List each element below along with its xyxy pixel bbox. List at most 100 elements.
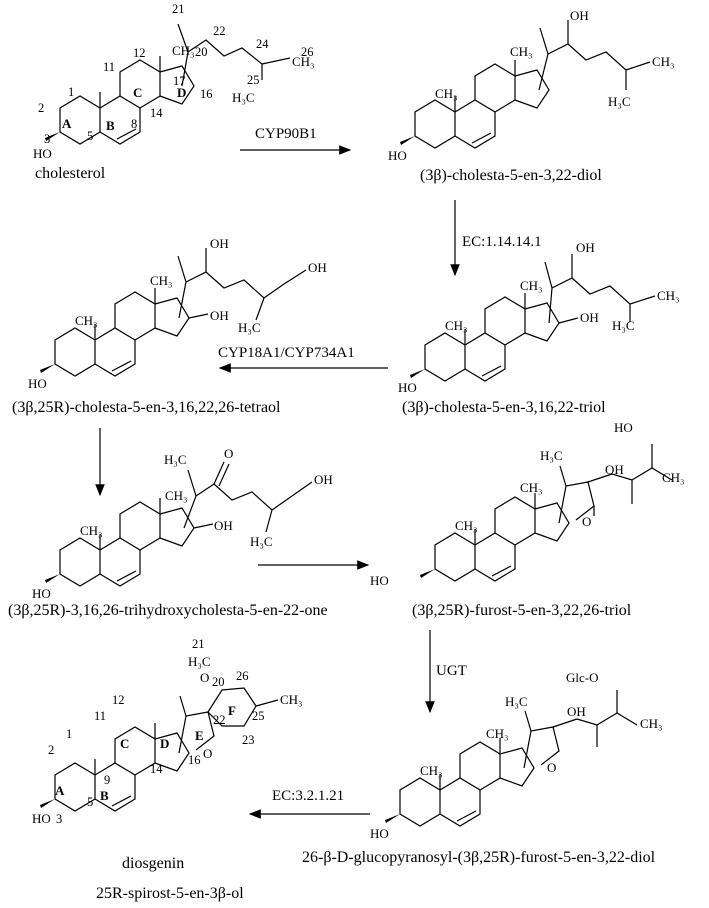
compound-name-furostriol: (3β,25R)-furost-5-en-3,22,26-triol — [412, 602, 632, 619]
atom-label: OH — [210, 236, 229, 251]
atom-label: HO — [388, 148, 407, 163]
compound-name-trihydroxy: (3β,25R)-3,16,26-trihydroxycholesta-5-en… — [8, 602, 328, 619]
atom-label: O — [203, 746, 212, 761]
atom-label: CH₃ — [520, 278, 543, 293]
atom-number: 23 — [242, 733, 255, 747]
atom-label: OH — [210, 308, 229, 323]
compound-name-tetraol: (3β,25R)-cholesta-5-en-3,16,22,26-tetrao… — [12, 399, 281, 416]
atom-number: 3 — [44, 132, 50, 146]
atom-label: OH — [214, 518, 233, 533]
enzyme-label-cyp90b1: CYP90B1 — [255, 126, 317, 142]
atom-label: H₃C — [505, 694, 528, 709]
atom-label: CH₃ — [80, 523, 103, 538]
atom-number: 26 — [236, 669, 249, 683]
atom-label: CH₃ — [486, 726, 509, 741]
compound-name-diosgenin: diosgenin — [122, 855, 184, 872]
atom-label: H₃C — [540, 448, 563, 463]
atom-label: OH — [576, 240, 595, 255]
triol-structure: OH OH CH₃ CH₃ CH₃ H₃C HO — [398, 240, 680, 395]
atom-number: 21 — [192, 637, 205, 651]
atom-number: 5 — [87, 795, 93, 809]
atom-label: O — [582, 514, 591, 529]
atom-label: H₃C — [250, 534, 273, 549]
atom-number: 26 — [301, 45, 314, 59]
atom-number: 11 — [103, 60, 115, 74]
atom-label: Glc-O — [566, 670, 599, 685]
atom-label: OH — [567, 704, 586, 719]
atom-label: CH₃ — [640, 716, 663, 731]
ring-letter-d: D — [177, 85, 186, 100]
atom-label: HO — [370, 573, 389, 588]
atom-label: O — [224, 446, 233, 461]
compound-name-diosgenin-systematic: 25R-spirost-5-en-3β-ol — [96, 885, 244, 902]
diosgenin-structure: O O CH₃ H₃C HO 2 1 3 5 9 11 12 14 16 20 … — [32, 637, 303, 826]
atom-label: HO — [398, 380, 417, 395]
atom-label: HO — [33, 146, 52, 161]
atom-label: CH₃ — [455, 518, 478, 533]
cholesterol-structure: 1 2 3 5 8 11 12 14 16 17 20 21 22 24 25 … — [33, 2, 315, 161]
ring-letter-e: E — [195, 728, 204, 743]
atom-label: H₃C — [608, 94, 631, 109]
compound-name-diol: (3β)-cholesta-5-en-3,22-diol — [420, 167, 602, 184]
atom-label: CH₃ — [292, 54, 315, 69]
ring-letter-c: C — [120, 736, 129, 751]
atom-number: 3 — [56, 812, 62, 826]
atom-label: CH₃ — [652, 54, 675, 69]
ring-letter-d: D — [160, 736, 169, 751]
ring-letter-a: A — [55, 783, 65, 798]
atom-number: 21 — [172, 2, 185, 16]
trihydroxy-ketone-structure: O OH OH H₃C CH₃ CH₃ H₃C HO — [32, 446, 333, 601]
atom-number: 11 — [94, 709, 106, 723]
atom-label: CH₃ — [520, 480, 543, 495]
tetraol-structure: OH OH OH CH₃ CH₃ H₃C HO — [28, 236, 327, 391]
atom-label: CH₃ — [165, 488, 188, 503]
enzyme-label-ec-3-2-1-21: EC:3.2.1.21 — [272, 788, 344, 804]
ring-letter-b: B — [100, 788, 109, 803]
atom-label: CH₃ — [420, 763, 443, 778]
enzyme-label-cyp18a1-cyp734a1: CYP18A1/CYP734A1 — [218, 345, 355, 361]
enzyme-label-ugt: UGT — [436, 663, 467, 679]
atom-label: H₃C — [232, 90, 255, 105]
atom-label: CH₃ — [510, 44, 533, 59]
atom-label: H₃C — [164, 452, 187, 467]
atom-number: 2 — [38, 101, 44, 115]
atom-label: HO — [370, 826, 389, 841]
atom-number: 22 — [213, 24, 226, 38]
atom-label: HO — [32, 811, 51, 826]
compound-name-triol: (3β)-cholesta-5-en-3,16,22-triol — [402, 399, 606, 416]
atom-number: 14 — [150, 106, 163, 120]
glucoside-structure: O OH Glc-O CH₃ H₃C CH₃ CH₃ HO — [370, 670, 663, 841]
atom-label: O — [547, 760, 556, 775]
atom-label: OH — [308, 260, 327, 275]
atom-label: HO — [614, 420, 633, 435]
atom-label: OH — [605, 462, 624, 477]
atom-label: OH — [570, 8, 589, 23]
atom-label: CH₃ — [280, 692, 303, 707]
atom-label: CH₃ — [445, 318, 468, 333]
atom-label: H₃C — [238, 320, 261, 335]
atom-number: 1 — [66, 727, 72, 741]
atom-number: 2 — [48, 743, 54, 757]
atom-number: 22 — [213, 713, 226, 727]
atom-number: 16 — [188, 753, 201, 767]
atom-number: 20 — [212, 675, 225, 689]
furostriol-structure: O OH HO CH₃ H₃C CH₃ CH₃ HO — [370, 420, 685, 588]
ring-letter-a: A — [62, 116, 72, 131]
atom-number: 25 — [252, 709, 265, 723]
ring-letter-c: C — [133, 85, 142, 100]
atom-label: CH₃ — [435, 86, 458, 101]
atom-label: H₃C — [612, 318, 635, 333]
atom-number: 9 — [104, 773, 110, 787]
atom-number: 25 — [247, 73, 260, 87]
atom-label: CH₃ — [172, 43, 195, 58]
ring-letter-b: B — [106, 118, 115, 133]
atom-label: CH₃ — [657, 288, 680, 303]
atom-label: CH₃ — [150, 273, 173, 288]
atom-label: OH — [314, 472, 333, 487]
atom-label: CH₃ — [75, 313, 98, 328]
diol-structure: OH CH₃ CH₃ CH₃ H₃C HO — [388, 8, 675, 163]
atom-number: 1 — [68, 85, 74, 99]
atom-number: 14 — [150, 762, 163, 776]
atom-label: H₃C — [188, 654, 211, 669]
